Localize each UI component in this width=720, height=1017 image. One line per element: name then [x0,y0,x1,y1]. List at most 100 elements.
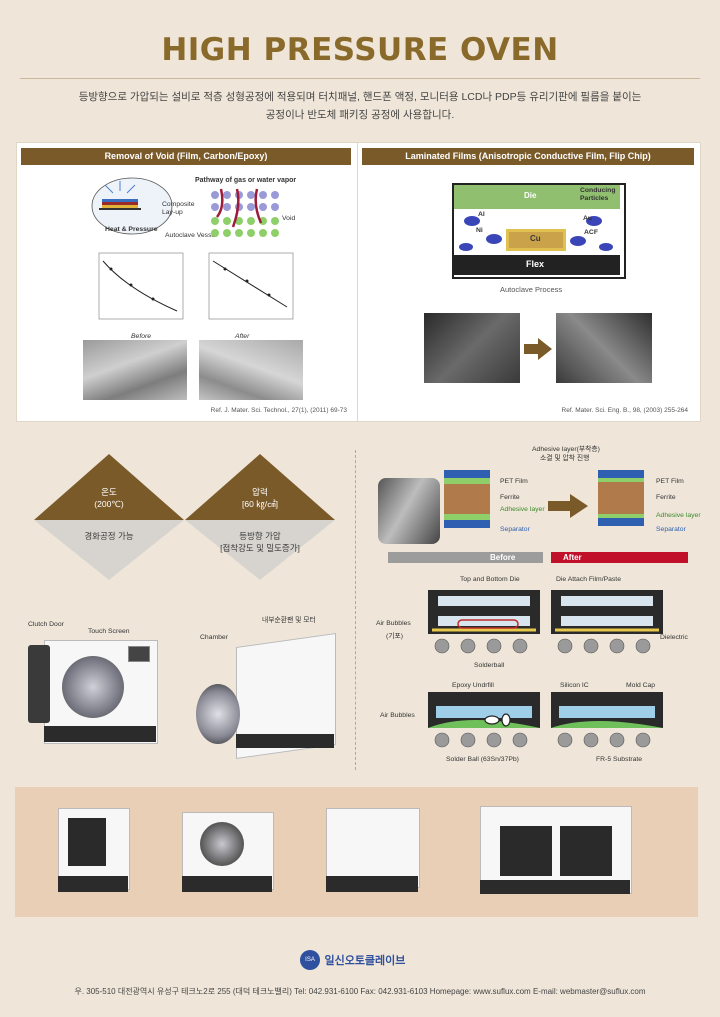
ni-label: Ni [476,227,483,234]
touch-screen-label: Touch Screen [88,628,130,635]
solderball-label: Solderball [474,662,505,669]
oven-base [44,726,156,742]
temperature-desc: 경화공정 가능 [84,531,134,541]
oven-window [62,656,124,718]
temperature-label: 온도 (200℃) [34,486,184,510]
acf-diagram: Die Cu Flex [452,183,626,279]
pressure-triangle [185,454,335,520]
flex-label: Flex [526,259,545,269]
pet-label: PET Film [500,478,528,485]
au-label: Au [583,215,593,222]
process-image-before [424,313,520,383]
cu-label: Cu [530,234,541,243]
mold-cap-label: Mold Cap [626,682,656,689]
logo-icon: ISA [300,950,320,970]
intro-text: 등방향으로 가압되는 설비로 적층 성형공정에 적용되며 터치패널, 핸드폰 액… [40,88,680,124]
void-pathway-diagram [211,188,279,237]
al-label: Al [478,211,485,218]
section-divider [355,450,356,770]
product-2-window [200,822,244,866]
laminated-films-panel: Laminated Films (Anisotropic Conductive … [357,142,701,422]
before-label: Before [131,333,152,340]
oven-side-base [236,734,334,748]
adhesive-note-1: Adhesive layer(부착층) [532,446,600,453]
separator-label-after: Separator [656,526,686,533]
flipchip-before [428,692,540,748]
right-reference: Ref. Mater. Sci. Eng. B., 98, (2003) 255… [561,407,688,414]
intro-line-2: 공정이나 반도체 패키징 공정에 사용합니다. [265,109,455,121]
product-4-window-right [560,826,612,876]
silicon-ic-label: Silicon IC [560,682,589,689]
after-label: After [235,333,250,340]
air-bubbles-kr-label: (기포) [386,633,404,640]
temperature-value: (200℃) [94,499,124,509]
die-package-after [551,590,663,654]
process-arrow-icon [524,338,552,360]
dielectric-label: Dielectric [660,634,688,641]
ferrite-roll-photo [378,478,440,544]
layer-stack-before [444,470,490,528]
product-4-window-left [500,826,552,876]
autoclave-diagram [91,177,173,235]
transform-arrow-icon [548,494,588,518]
cu-pad [506,229,566,251]
title-divider [20,78,700,79]
temperature-title: 온도 [101,487,117,497]
pressure-value: [60 ㎏/㎠] [242,499,278,509]
pressure-desc-line-2: [접착강도 및 밀도증가] [220,543,300,553]
product-1-window [68,818,106,866]
before-bar-label: Before [490,553,516,562]
product-4-base [480,880,630,894]
oven-door-open [28,645,50,723]
heat-pressure-label: Heat & Pressure [105,226,158,233]
die-package-before [428,590,540,654]
die-label: Die [524,191,537,200]
ferrite-label-after: Ferrite [656,494,676,501]
composite-label: Composite Lay-up [162,201,195,216]
acf-particles [459,216,613,251]
product-1-base [58,876,128,892]
product-3-base [326,876,418,892]
product-2-base [182,876,272,892]
left-reference: Ref. J. Mater. Sci. Technol., 27(1), (20… [210,407,347,414]
chamber-opening [196,684,240,744]
epoxy-underfill-label: Epoxy Undrfill [452,682,494,689]
pressure-desc-triangle [185,520,335,580]
intro-line-1: 등방향으로 가압되는 설비로 적층 성형공정에 적용되며 터치패널, 핸드폰 액… [78,91,642,103]
air-bubbles-label: Air Bubbles [376,620,411,627]
void-label: Void [282,215,296,222]
process-label: Autoclave Process [500,285,563,294]
before-bar [388,552,543,563]
top-bottom-die-label: Top and Bottom Die [460,576,520,583]
separator-label: Separator [500,526,530,533]
touch-screen-icon [128,646,150,662]
conducting-label: Conducing Particles [580,187,616,202]
adhesive-label: Adhesive layer [500,506,545,513]
clutch-door-label: Clutch Door [28,621,64,628]
pet-label-after: PET Film [656,478,684,485]
pressure-desc-line-1: 등방향 가압 [239,531,281,541]
fr5-label: FR-5 Substrate [596,756,643,763]
chart-before [98,252,184,320]
layer-stack-after [598,470,644,526]
process-image-after [556,313,652,383]
pressure-title: 압력 [252,487,268,497]
laminated-films-title: Laminated Films (Anisotropic Conductive … [362,148,694,165]
after-bar [551,552,688,563]
ferrite-label: Ferrite [500,494,520,501]
footer-info: 우. 305-510 대전광역시 유성구 테크노2로 255 (대덕 테크노밸리… [74,987,646,996]
void-removal-title: Removal of Void (Film, Carbon/Epoxy) [21,148,351,165]
chamber-label: Chamber [200,634,228,641]
pressure-label: 압력 [60 ㎏/㎠] [185,486,335,510]
solder-ball-label: Solder Ball (63Sn/37Pb) [446,756,519,763]
void-removal-panel: Removal of Void (Film, Carbon/Epoxy) Com… [16,142,358,422]
flipchip-after [551,692,663,748]
pathway-label: Pathway of gas or water vapor [195,177,297,184]
chart-after [208,252,294,320]
company-logo: ISA 일신오토클레이브 [300,950,420,972]
company-name: 일신오토클레이브 [324,955,406,967]
die-attach-label: Die Attach Film/Paste [556,576,621,583]
micrograph-before [83,340,187,400]
air-bubbles-2-label: Air Bubbles [380,712,415,719]
adhesive-label-after: Adhesive layer [656,512,701,519]
